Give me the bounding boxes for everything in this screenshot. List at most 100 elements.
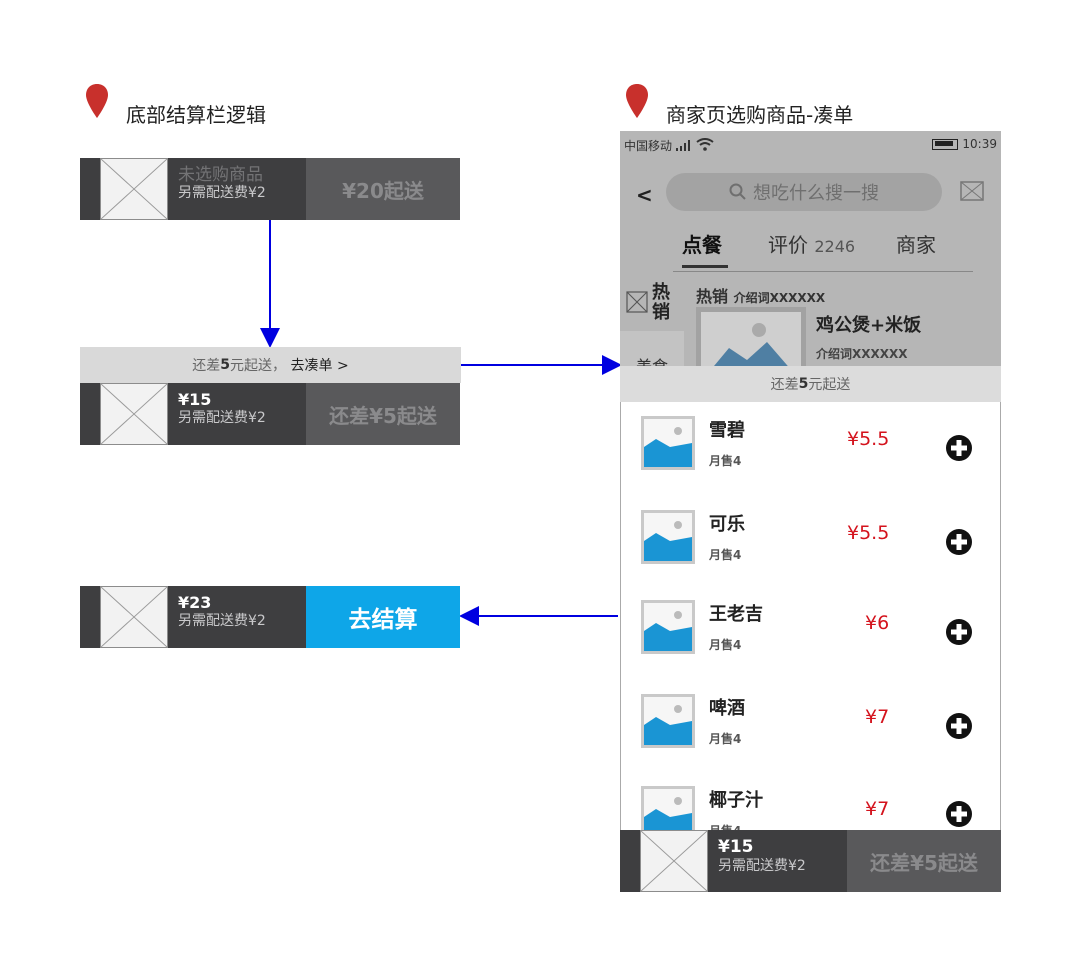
image-placeholder-icon (644, 611, 692, 651)
cart-thumb-placeholder[interactable] (100, 158, 168, 220)
list-item[interactable]: 雪碧 月售4 ¥5.5 (621, 402, 1000, 496)
wifi-icon (696, 138, 714, 151)
add-icon[interactable] (945, 712, 973, 740)
tab-label: 评价 (768, 233, 808, 257)
delivery-fee: 另需配送费¥2 (718, 858, 806, 874)
product-price: ¥5.5 (847, 522, 890, 544)
product-image (641, 416, 695, 470)
signal-icon (675, 140, 690, 151)
hint-post: 元起送 (808, 377, 851, 393)
bar-edge (620, 830, 640, 892)
list-item[interactable]: 王老吉 月售4 ¥6 (621, 586, 1000, 680)
cart-info: ¥15 另需配送费¥2 (168, 383, 306, 445)
checkout-button[interactable]: 去结算 (306, 586, 460, 648)
product-price: ¥7 (865, 706, 890, 728)
product-name: 雪碧 (709, 420, 745, 441)
cart-total: ¥23 (178, 593, 212, 612)
store-page-dimmed: 中国移动 10:39 < 想吃什么搜一搜 点餐 评价 2246 商家 热销 美食… (620, 131, 1001, 366)
cart-total: ¥15 (718, 837, 754, 857)
delivery-fee: 另需配送费¥2 (178, 613, 266, 629)
checkout-bar-ready: ¥23 另需配送费¥2 去结算 (80, 586, 460, 648)
add-icon[interactable] (945, 618, 973, 646)
tab-order[interactable]: 点餐 (682, 229, 722, 258)
delivery-fee: 另需配送费¥2 (178, 185, 266, 201)
featured-image[interactable] (696, 307, 806, 366)
phone-mockup: 中国移动 10:39 < 想吃什么搜一搜 点餐 评价 2246 商家 热销 美食… (620, 131, 1001, 893)
bar-edge (80, 158, 100, 220)
shortfall-button[interactable]: 还差¥5起送 (847, 830, 1001, 892)
cart-thumb-placeholder[interactable] (640, 830, 708, 892)
list-item[interactable]: 啤酒 月售4 ¥7 (621, 680, 1000, 774)
cart-info: 未选购商品 另需配送费¥2 (168, 158, 306, 220)
product-image (641, 600, 695, 654)
product-sales: 月售4 (709, 732, 742, 746)
product-price: ¥6 (865, 612, 890, 634)
tab-merchant[interactable]: 商家 (896, 229, 936, 258)
featured-desc: 介绍词XXXXXX (816, 347, 908, 361)
hint-amount: 5 (798, 376, 809, 392)
cart-info: ¥15 另需配送费¥2 (708, 830, 847, 892)
product-price: ¥5.5 (847, 428, 890, 450)
image-placeholder-icon (714, 323, 788, 366)
featured-name: 鸡公煲+米饭 (816, 315, 922, 336)
hint-pre: 还差 (192, 358, 221, 374)
review-count: 2246 (814, 237, 856, 256)
product-sales: 月售4 (709, 824, 742, 833)
shortfall-button[interactable]: 还差¥5起送 (306, 383, 460, 445)
cart-thumb-placeholder[interactable] (100, 586, 168, 648)
status-bar: 中国移动 (624, 137, 714, 154)
image-placeholder-icon (644, 521, 692, 561)
hint-pre: 还差 (770, 377, 799, 393)
category-hot[interactable]: 热销 (652, 283, 672, 323)
search-input[interactable]: 想吃什么搜一搜 (666, 173, 942, 211)
status-right: 10:39 (932, 137, 997, 151)
carrier-label: 中国移动 (624, 139, 673, 153)
product-sales: 月售4 (709, 454, 742, 468)
add-icon[interactable] (945, 434, 973, 462)
tab-reviews[interactable]: 评价 2246 (768, 229, 855, 258)
category-label: 美食 (636, 357, 668, 366)
search-placeholder: 想吃什么搜一搜 (753, 183, 879, 204)
tab-label: 商家 (896, 233, 936, 257)
add-icon[interactable] (945, 800, 973, 828)
category-label: 热销 (652, 282, 670, 323)
section-title-left: 底部结算栏逻辑 (126, 103, 266, 127)
product-name: 可乐 (709, 514, 745, 535)
back-button[interactable]: < (636, 183, 653, 207)
add-on-product-list: 雪碧 月售4 ¥5.5 可乐 月售4 ¥5.5 王老吉 月售4 ¥6 啤酒 月售… (620, 402, 1001, 833)
location-pin-icon (86, 84, 108, 118)
image-placeholder-icon (644, 427, 692, 467)
list-item[interactable]: 椰子汁 月售4 ¥7 (621, 772, 1000, 833)
bar-edge (80, 586, 100, 648)
hot-title-text: 热销 (696, 287, 729, 306)
product-image (641, 510, 695, 564)
category-food[interactable]: 美食 (620, 331, 684, 366)
clock-time: 10:39 (962, 137, 997, 151)
product-image (641, 694, 695, 748)
cart-status: 未选购商品 (178, 165, 263, 185)
checkout-bar-phone: ¥15 另需配送费¥2 还差¥5起送 (620, 830, 1001, 892)
hint-link[interactable]: 去凑单 > (290, 358, 349, 374)
store-tabs: 点餐 评价 2246 商家 (620, 229, 1001, 269)
cart-thumb-placeholder[interactable] (100, 383, 168, 445)
cart-total: ¥15 (178, 390, 212, 409)
add-icon[interactable] (945, 528, 973, 556)
section-hot-title: 热销 介绍词XXXXXX (696, 283, 825, 307)
hint-amount: 5 (220, 357, 231, 373)
list-item[interactable]: 可乐 月售4 ¥5.5 (621, 496, 1000, 590)
bar-edge (80, 383, 100, 445)
image-placeholder-icon (644, 797, 692, 832)
message-icon[interactable] (960, 181, 984, 201)
delivery-fee: 另需配送费¥2 (178, 410, 266, 426)
product-name: 椰子汁 (709, 790, 763, 811)
hot-desc: 介绍词XXXXXX (733, 291, 826, 305)
product-sales: 月售4 (709, 638, 742, 652)
checkout-bar-short: ¥15 另需配送费¥2 还差¥5起送 (80, 383, 460, 445)
hint-post: 元起送， (230, 358, 287, 374)
product-sales: 月售4 (709, 548, 742, 562)
min-order-button[interactable]: ¥20起送 (306, 158, 460, 220)
battery-icon (932, 138, 959, 150)
product-name: 啤酒 (709, 698, 745, 719)
